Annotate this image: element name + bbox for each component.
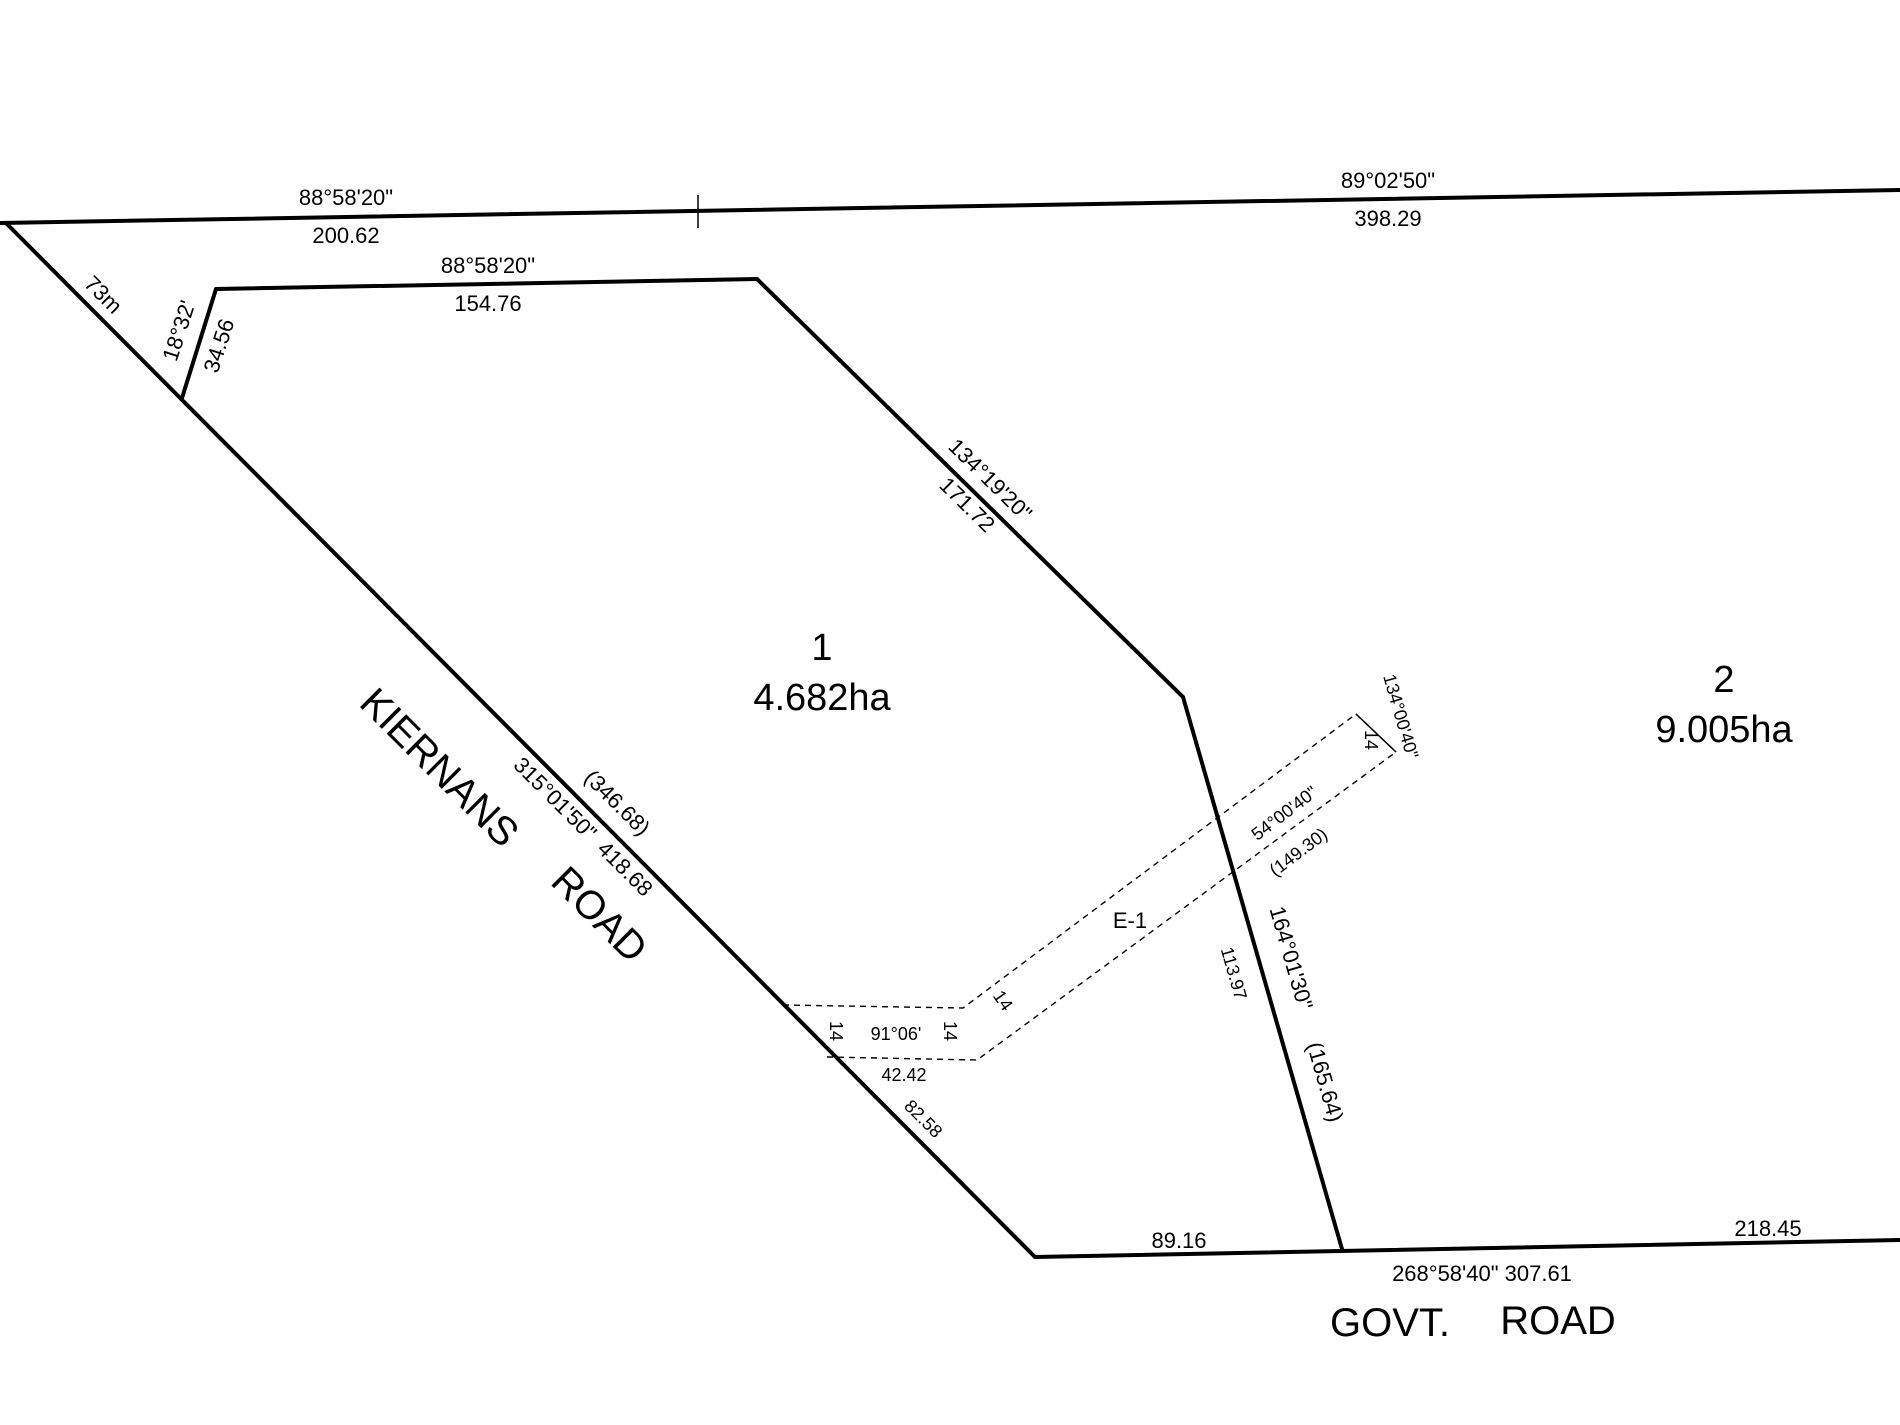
- lot1-top-line: [214, 277, 759, 291]
- east-line-distance: 113.97: [1217, 945, 1251, 1002]
- east-line-paren: (165.64): [1302, 1039, 1349, 1125]
- easement-width-mid: 14: [989, 987, 1017, 1015]
- govt-road-name-2: ROAD: [1500, 1299, 1616, 1343]
- lot1-area: 4.682ha: [753, 677, 891, 719]
- south-left-distance: 89.16: [1151, 1228, 1206, 1253]
- south-boundary-line: [1033, 1238, 1900, 1259]
- kiernans-road-name-1: KIERNANS: [351, 680, 527, 856]
- easement-end-line-solid: [1355, 713, 1397, 753]
- govt-road-name-1: GOVT.: [1330, 1301, 1450, 1345]
- lot1-top-distance: 154.76: [454, 291, 521, 316]
- east-line-bearing: 164°01'30": [1265, 903, 1318, 1012]
- easement-width-end: 14: [1361, 730, 1381, 750]
- easement-north-edge: [782, 713, 1357, 1009]
- lot1-top-bearing: 88°58'20": [441, 253, 535, 278]
- kiernans-lower-distance: 82.58: [900, 1096, 946, 1142]
- lot2-area: 9.005ha: [1655, 709, 1793, 751]
- easement-bottom-distance: 42.42: [881, 1065, 926, 1085]
- easement-width-left: 14: [826, 1021, 846, 1041]
- kiernans-road-boundary-line: [4, 221, 1037, 1259]
- north-distance-west: 200.62: [312, 223, 379, 248]
- easement-south-edge: [826, 751, 1397, 1061]
- lot1-northeast-line: [755, 277, 1185, 699]
- east-line: [1181, 695, 1344, 1251]
- easement-angle: 91°06': [871, 1024, 922, 1044]
- lot1-number: 1: [811, 627, 832, 669]
- easement-paren: (149.30): [1266, 824, 1332, 880]
- south-right-distance: 218.45: [1734, 1216, 1801, 1241]
- north-distance-east: 398.29: [1354, 206, 1421, 231]
- easement-end-bearing: 134°00'40": [1379, 672, 1422, 761]
- kiernans-bearing: 315°01'50": [509, 752, 602, 845]
- north-boundary-line: [0, 188, 1900, 225]
- splay-line: [180, 287, 218, 400]
- road-width: 73m: [79, 271, 127, 319]
- south-bearing-distance: 268°58'40" 307.61: [1392, 1261, 1572, 1286]
- easement-width-right: 14: [940, 1021, 960, 1041]
- north-bearing-east: 89°02'50": [1341, 168, 1435, 193]
- easement-label: E-1: [1113, 908, 1147, 933]
- north-bearing-west: 88°58'20": [299, 185, 393, 210]
- lot2-number: 2: [1713, 659, 1734, 701]
